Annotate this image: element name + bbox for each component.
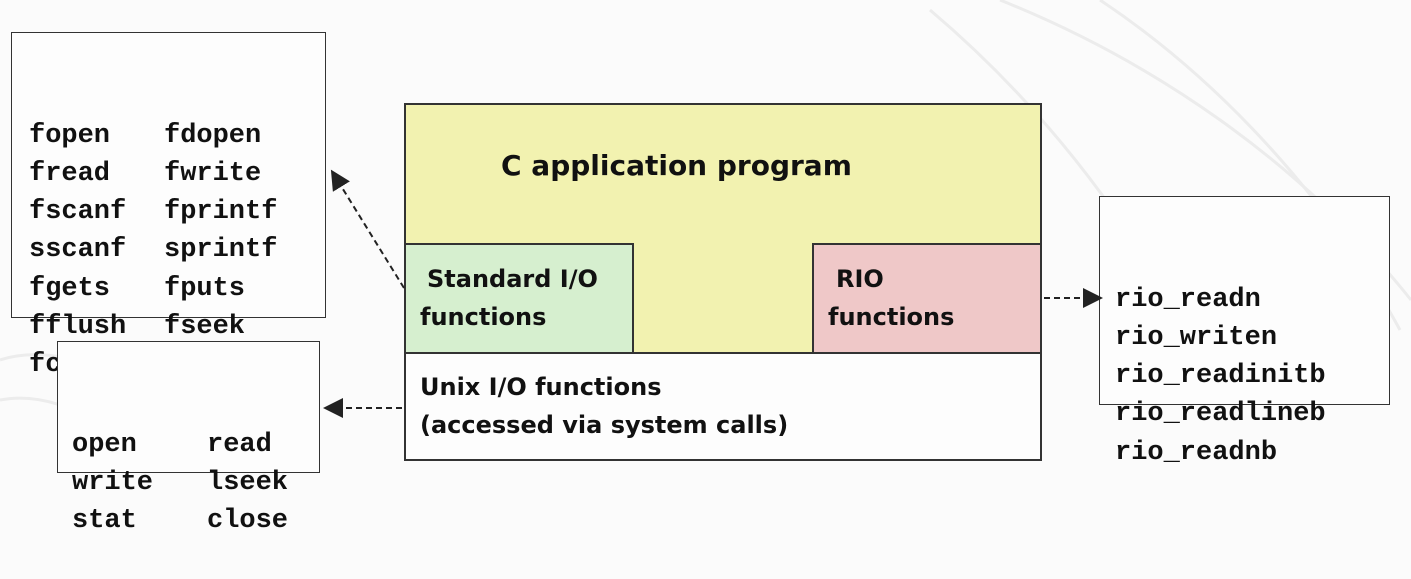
connector-arrows	[323, 169, 1103, 418]
stdio-row: sscanf sprintf	[29, 231, 325, 269]
unix-io-layer	[404, 352, 1042, 461]
stdio-function-name: fseek	[164, 312, 246, 343]
stdio-function-name: fgets	[29, 273, 111, 304]
c-application-label: C application program	[501, 149, 852, 182]
stdio-function-name: sprintf	[164, 235, 278, 266]
rio-label-line1: RIO	[836, 265, 884, 293]
stdio-function-name: fprintf	[164, 197, 278, 228]
rio-row: rio_readn	[1115, 281, 1389, 319]
stdio-arrow	[330, 169, 405, 289]
rio-function-name: rio_readnb	[1115, 437, 1278, 468]
stdio-label-line1: Standard I/O	[427, 265, 598, 293]
unix-function-name: read	[207, 429, 272, 460]
rio-row: rio_readinitb	[1115, 357, 1389, 395]
rio-function-name: rio_readlineb	[1115, 399, 1326, 430]
stdio-function-name: fwrite	[164, 158, 262, 189]
stdio-function-name: sscanf	[29, 235, 127, 266]
stdio-function-name: fopen	[29, 120, 111, 151]
unix-io-label-line2: (accessed via system calls)	[420, 411, 789, 439]
stdio-row: fread fwrite	[29, 155, 325, 193]
stdio-row: fflush fseek	[29, 308, 325, 346]
unix-function-name: stat	[72, 506, 137, 537]
rio-label-line2: functions	[828, 303, 955, 331]
stdio-row: fgets fputs	[29, 270, 325, 308]
unix-function-name: open	[72, 429, 137, 460]
unix-row: open read	[72, 426, 319, 464]
stdio-function-name: fread	[29, 158, 111, 189]
rio-function-name: rio_readn	[1115, 284, 1261, 315]
rio-function-list: rio_readn rio_writen rio_readinitb rio_read…	[1099, 196, 1390, 468]
stdio-function-name: fflush	[29, 312, 127, 343]
rio-row: rio_writen	[1115, 319, 1389, 357]
stdio-label-line2: functions	[420, 303, 547, 331]
stdio-row: fscanf fprintf	[29, 193, 325, 231]
stdio-function-name: fputs	[164, 273, 246, 304]
rio-function-name: rio_readinitb	[1115, 361, 1326, 392]
unix-row: stat close	[72, 502, 319, 540]
stdio-function-name: fscanf	[29, 197, 127, 228]
stdio-function-name: fdopen	[164, 120, 262, 151]
rio-row: rio_readnb	[1115, 434, 1389, 472]
rio-function-name: rio_writen	[1115, 322, 1278, 353]
stdio-row: fopen fdopen	[29, 117, 325, 155]
rio-row: rio_readlineb	[1115, 395, 1389, 433]
unix-io-label-line1: Unix I/O functions	[420, 373, 662, 401]
unix-function-name: close	[207, 506, 289, 537]
rio-layer	[812, 243, 1042, 354]
stdio-layer	[404, 243, 634, 354]
